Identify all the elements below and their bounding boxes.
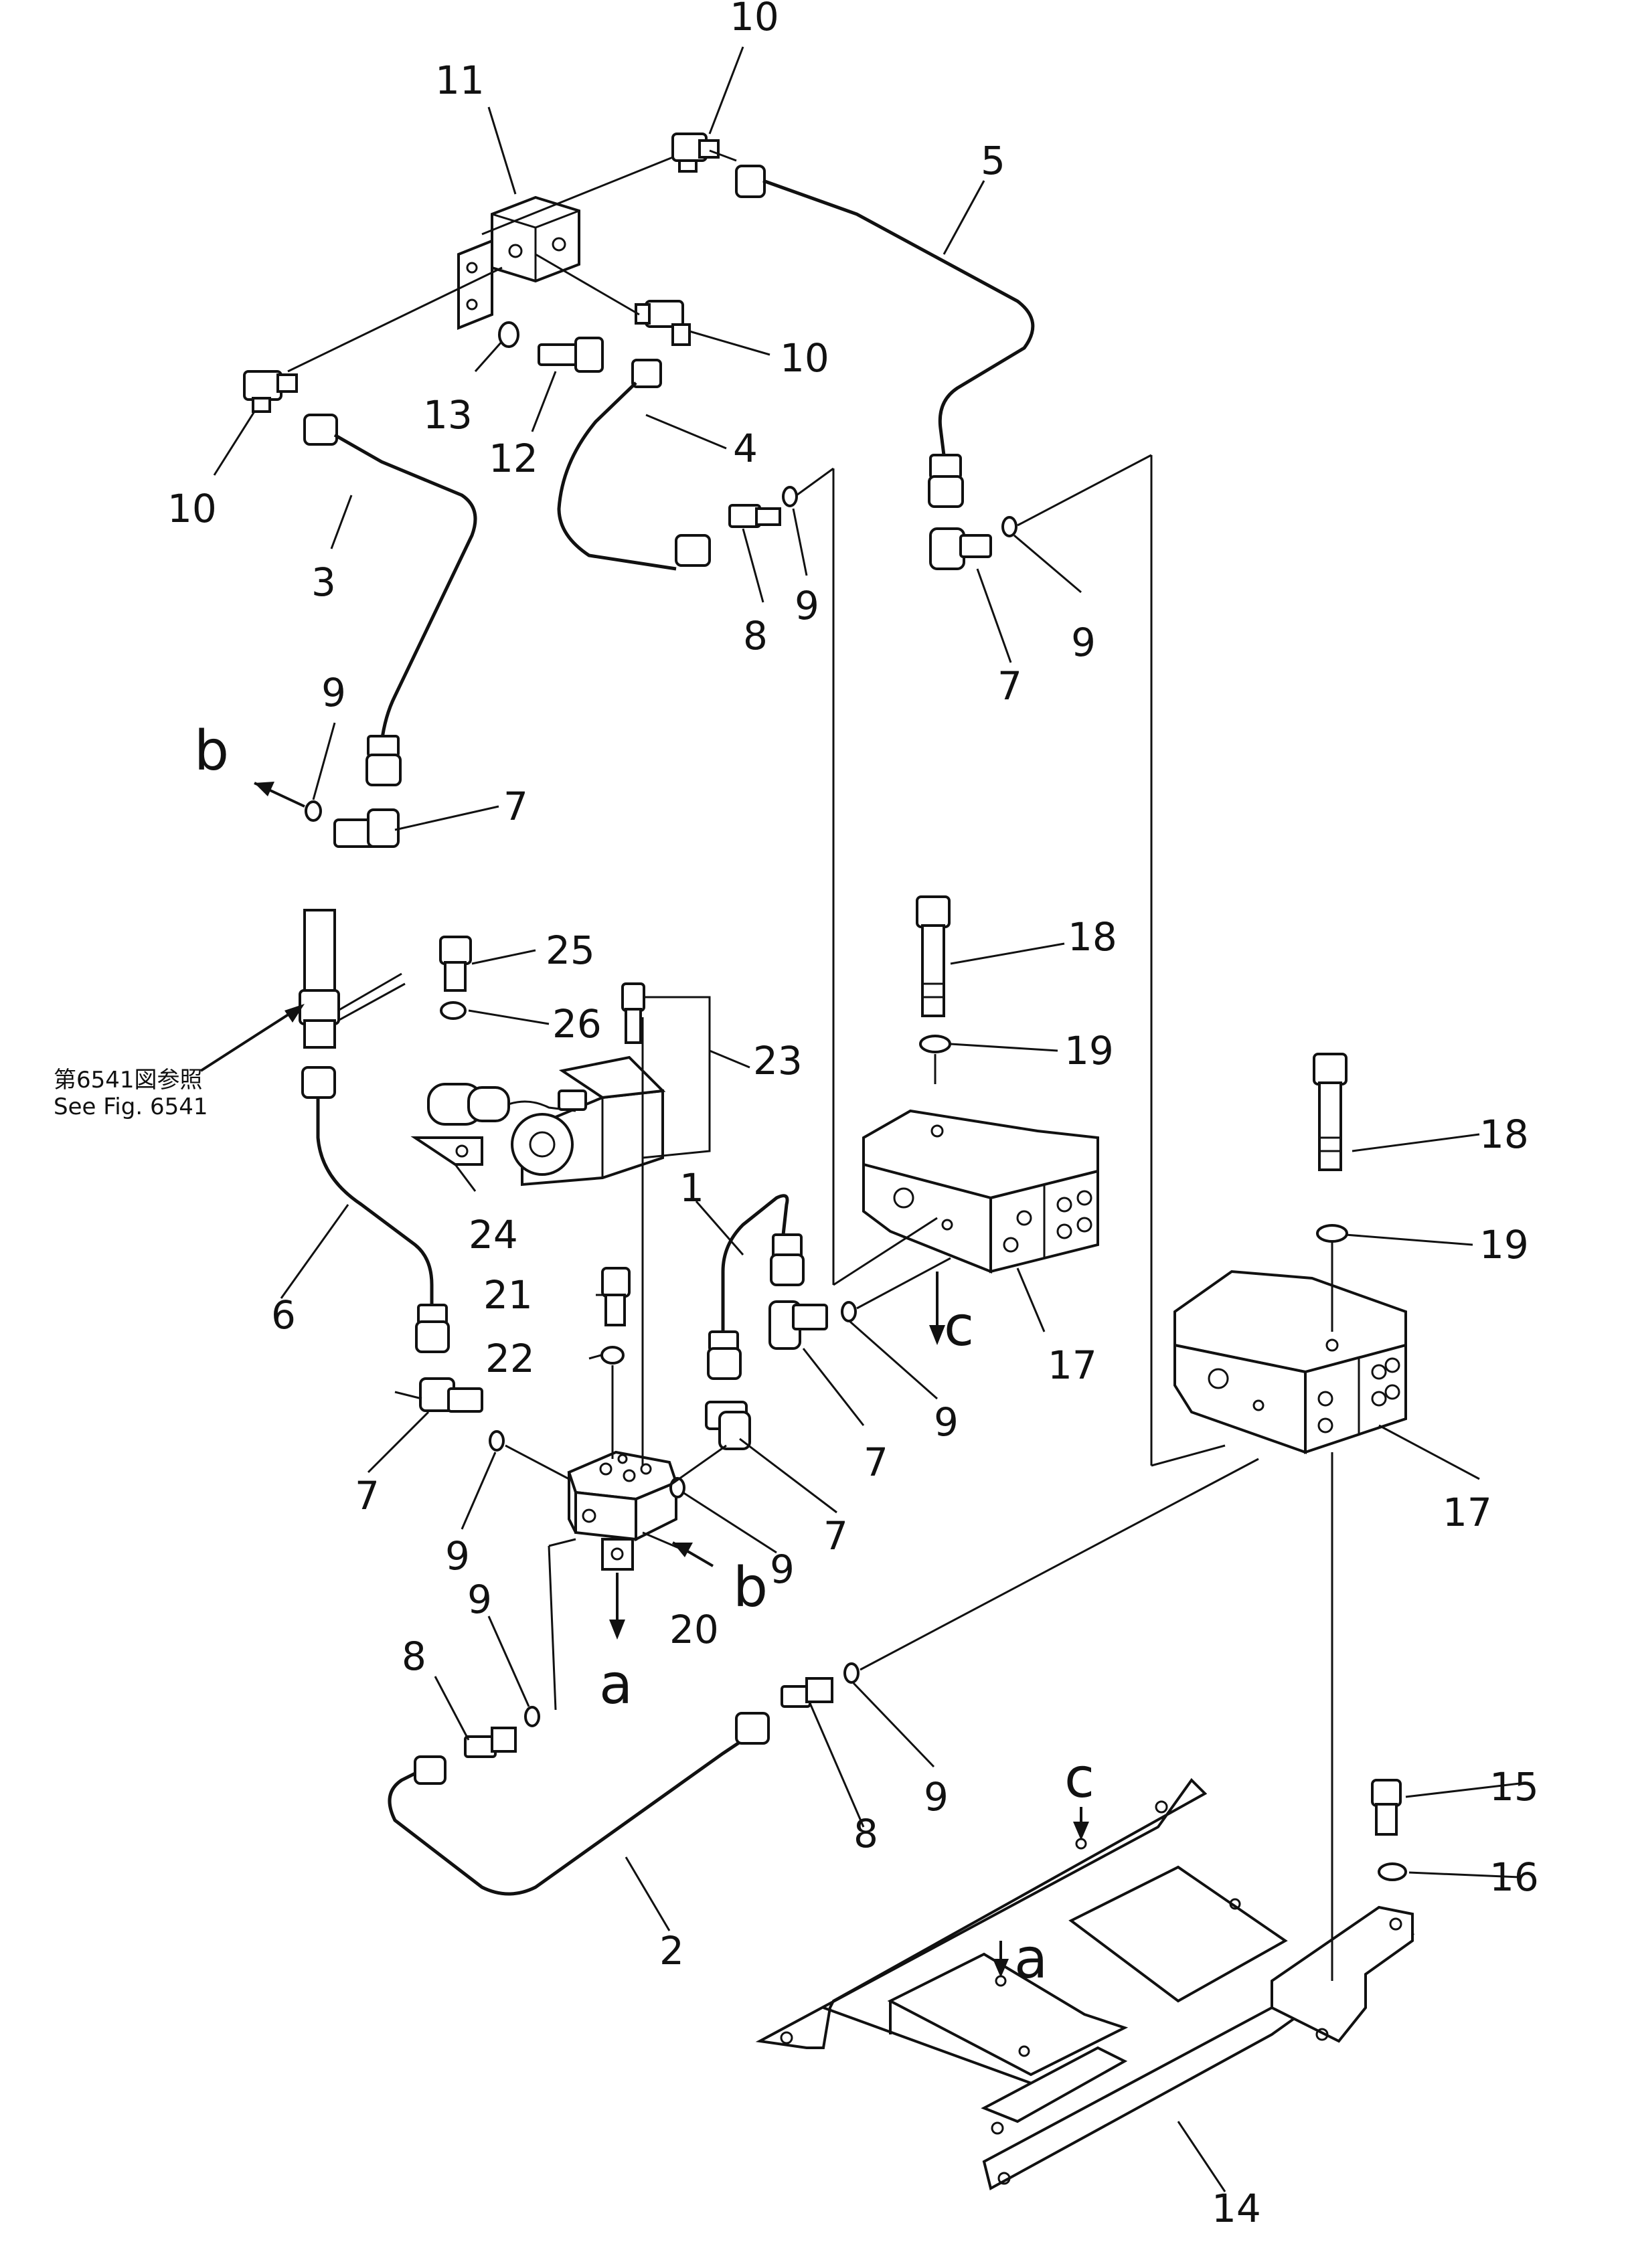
block-bracket-part-11 bbox=[457, 195, 580, 330]
valve-part-17-upper bbox=[862, 1109, 1099, 1274]
label-part-17-upper: 17 bbox=[1048, 1342, 1097, 1388]
washer-part-19-upper bbox=[919, 1035, 951, 1053]
nipple-part-8-lower-left bbox=[464, 1727, 517, 1758]
label-part-20: 20 bbox=[669, 1607, 719, 1652]
label-part-19-lower: 19 bbox=[1479, 1222, 1529, 1268]
label-part-13: 13 bbox=[423, 392, 473, 438]
label-part-24: 24 bbox=[469, 1212, 518, 1257]
label-part-8-lower-left: 8 bbox=[402, 1634, 426, 1679]
connection-lines bbox=[199, 149, 1333, 1981]
label-part-22: 22 bbox=[485, 1336, 535, 1381]
label-part-5: 5 bbox=[981, 138, 1005, 183]
label-part-9-top: 9 bbox=[795, 583, 819, 628]
elbow-part-7-mid-left bbox=[419, 1377, 483, 1413]
label-a-left: a bbox=[599, 1653, 633, 1717]
o-ring-part-9-mid-left bbox=[489, 1430, 505, 1452]
label-part-10-left: 10 bbox=[167, 486, 217, 531]
bolt-part-12 bbox=[538, 337, 604, 373]
o-ring-part-9-lower-right bbox=[843, 1662, 860, 1684]
pipe-part-4 bbox=[557, 359, 711, 571]
bolt-part-18-lower bbox=[1313, 1053, 1348, 1171]
label-c-valve: c bbox=[944, 1295, 974, 1359]
o-ring-part-9-left bbox=[305, 800, 322, 822]
label-part-7-top-right: 7 bbox=[997, 663, 1022, 709]
label-part-7-center: 7 bbox=[864, 1440, 888, 1485]
washer-part-19-lower bbox=[1316, 1224, 1348, 1243]
pipe-part-1 bbox=[707, 1194, 805, 1380]
nipple-part-8-top bbox=[728, 504, 781, 528]
o-ring-part-9-lower-left bbox=[524, 1706, 540, 1727]
frame-part-14 bbox=[755, 1777, 1415, 2190]
label-b-bottom: b bbox=[733, 1556, 768, 1620]
washer-part-22 bbox=[600, 1346, 625, 1365]
label-part-9-center: 9 bbox=[934, 1399, 959, 1445]
label-part-4: 4 bbox=[733, 426, 758, 471]
label-part-9-lower-right: 9 bbox=[924, 1774, 949, 1820]
label-part-18-lower: 18 bbox=[1479, 1112, 1529, 1157]
label-part-3: 3 bbox=[311, 559, 336, 605]
label-part-1: 1 bbox=[679, 1165, 704, 1211]
label-part-6: 6 bbox=[271, 1292, 296, 1338]
bolt-part-25 bbox=[439, 936, 472, 992]
label-part-26: 26 bbox=[552, 1001, 602, 1047]
label-part-11: 11 bbox=[435, 58, 485, 103]
o-ring-part-9-top-right bbox=[1001, 516, 1017, 537]
label-part-8-lower-right: 8 bbox=[853, 1811, 878, 1856]
pipe-part-3 bbox=[303, 414, 477, 786]
pipe-part-6 bbox=[301, 1066, 450, 1353]
washer-part-26 bbox=[440, 1001, 467, 1020]
label-part-7-lower-center: 7 bbox=[823, 1513, 848, 1559]
washer-part-13 bbox=[498, 321, 519, 348]
label-c-frame: c bbox=[1064, 1747, 1094, 1810]
label-part-7-mid-left: 7 bbox=[355, 1473, 380, 1518]
label-part-9-lower-left: 9 bbox=[467, 1577, 492, 1622]
leader-lines bbox=[213, 46, 1520, 2192]
label-part-16: 16 bbox=[1489, 1854, 1539, 1900]
label-part-9-left: 9 bbox=[321, 670, 346, 715]
block-part-20 bbox=[567, 1450, 678, 1571]
label-part-10-mid: 10 bbox=[780, 335, 829, 381]
switch-part-24 bbox=[410, 1083, 576, 1166]
label-part-12: 12 bbox=[489, 436, 538, 481]
label-part-7-left: 7 bbox=[503, 784, 528, 829]
solenoid-valve-part-23 bbox=[511, 982, 666, 1187]
label-part-17-lower: 17 bbox=[1443, 1490, 1492, 1535]
reference-pipe-fig-6541 bbox=[299, 909, 406, 1049]
label-part-21: 21 bbox=[483, 1272, 533, 1318]
washer-part-16 bbox=[1378, 1862, 1407, 1881]
label-part-2: 2 bbox=[659, 1928, 684, 1974]
nipple-part-8-lower-right bbox=[781, 1677, 833, 1708]
label-part-15: 15 bbox=[1489, 1764, 1539, 1810]
label-part-14: 14 bbox=[1212, 2186, 1261, 2231]
label-a-frame: a bbox=[1014, 1927, 1048, 1991]
valve-part-17-lower bbox=[1173, 1270, 1407, 1454]
o-ring-part-9-top bbox=[782, 486, 798, 507]
pipe-part-2 bbox=[388, 1712, 770, 1896]
label-b-top: b bbox=[194, 719, 229, 783]
reference-english: See Fig. 6541 bbox=[54, 1094, 208, 1120]
label-part-18-upper: 18 bbox=[1068, 914, 1117, 960]
elbow-fitting-part-10-mid bbox=[635, 300, 691, 346]
bolt-part-18-upper bbox=[916, 895, 951, 1017]
bolt-part-21 bbox=[601, 1267, 631, 1326]
label-part-25: 25 bbox=[546, 928, 595, 973]
label-part-8-top: 8 bbox=[743, 613, 768, 659]
elbow-part-7-center bbox=[768, 1300, 828, 1350]
label-part-9-top-right: 9 bbox=[1071, 620, 1096, 665]
label-part-9-lower-center: 9 bbox=[770, 1547, 795, 1592]
elbow-part-7-top-right bbox=[929, 527, 992, 570]
label-part-23: 23 bbox=[753, 1038, 803, 1083]
reference-japanese: 第6541図参照 bbox=[54, 1067, 203, 1094]
label-part-10-top: 10 bbox=[730, 0, 779, 39]
elbow-fitting-part-10-left bbox=[243, 370, 298, 413]
part-number-labels: 10 11 5 10 13 12 4 10 3 8 9 7 9 9 b 7 25… bbox=[54, 0, 1539, 2231]
label-part-19-upper: 19 bbox=[1064, 1028, 1114, 1073]
elbow-fitting-part-10-top bbox=[671, 133, 720, 173]
bolt-part-15 bbox=[1371, 1779, 1402, 1836]
pipe-part-5 bbox=[735, 165, 1035, 508]
o-ring-part-9-center bbox=[841, 1301, 857, 1322]
label-part-9-mid-left: 9 bbox=[445, 1533, 470, 1579]
elbow-part-7-left bbox=[333, 808, 400, 848]
